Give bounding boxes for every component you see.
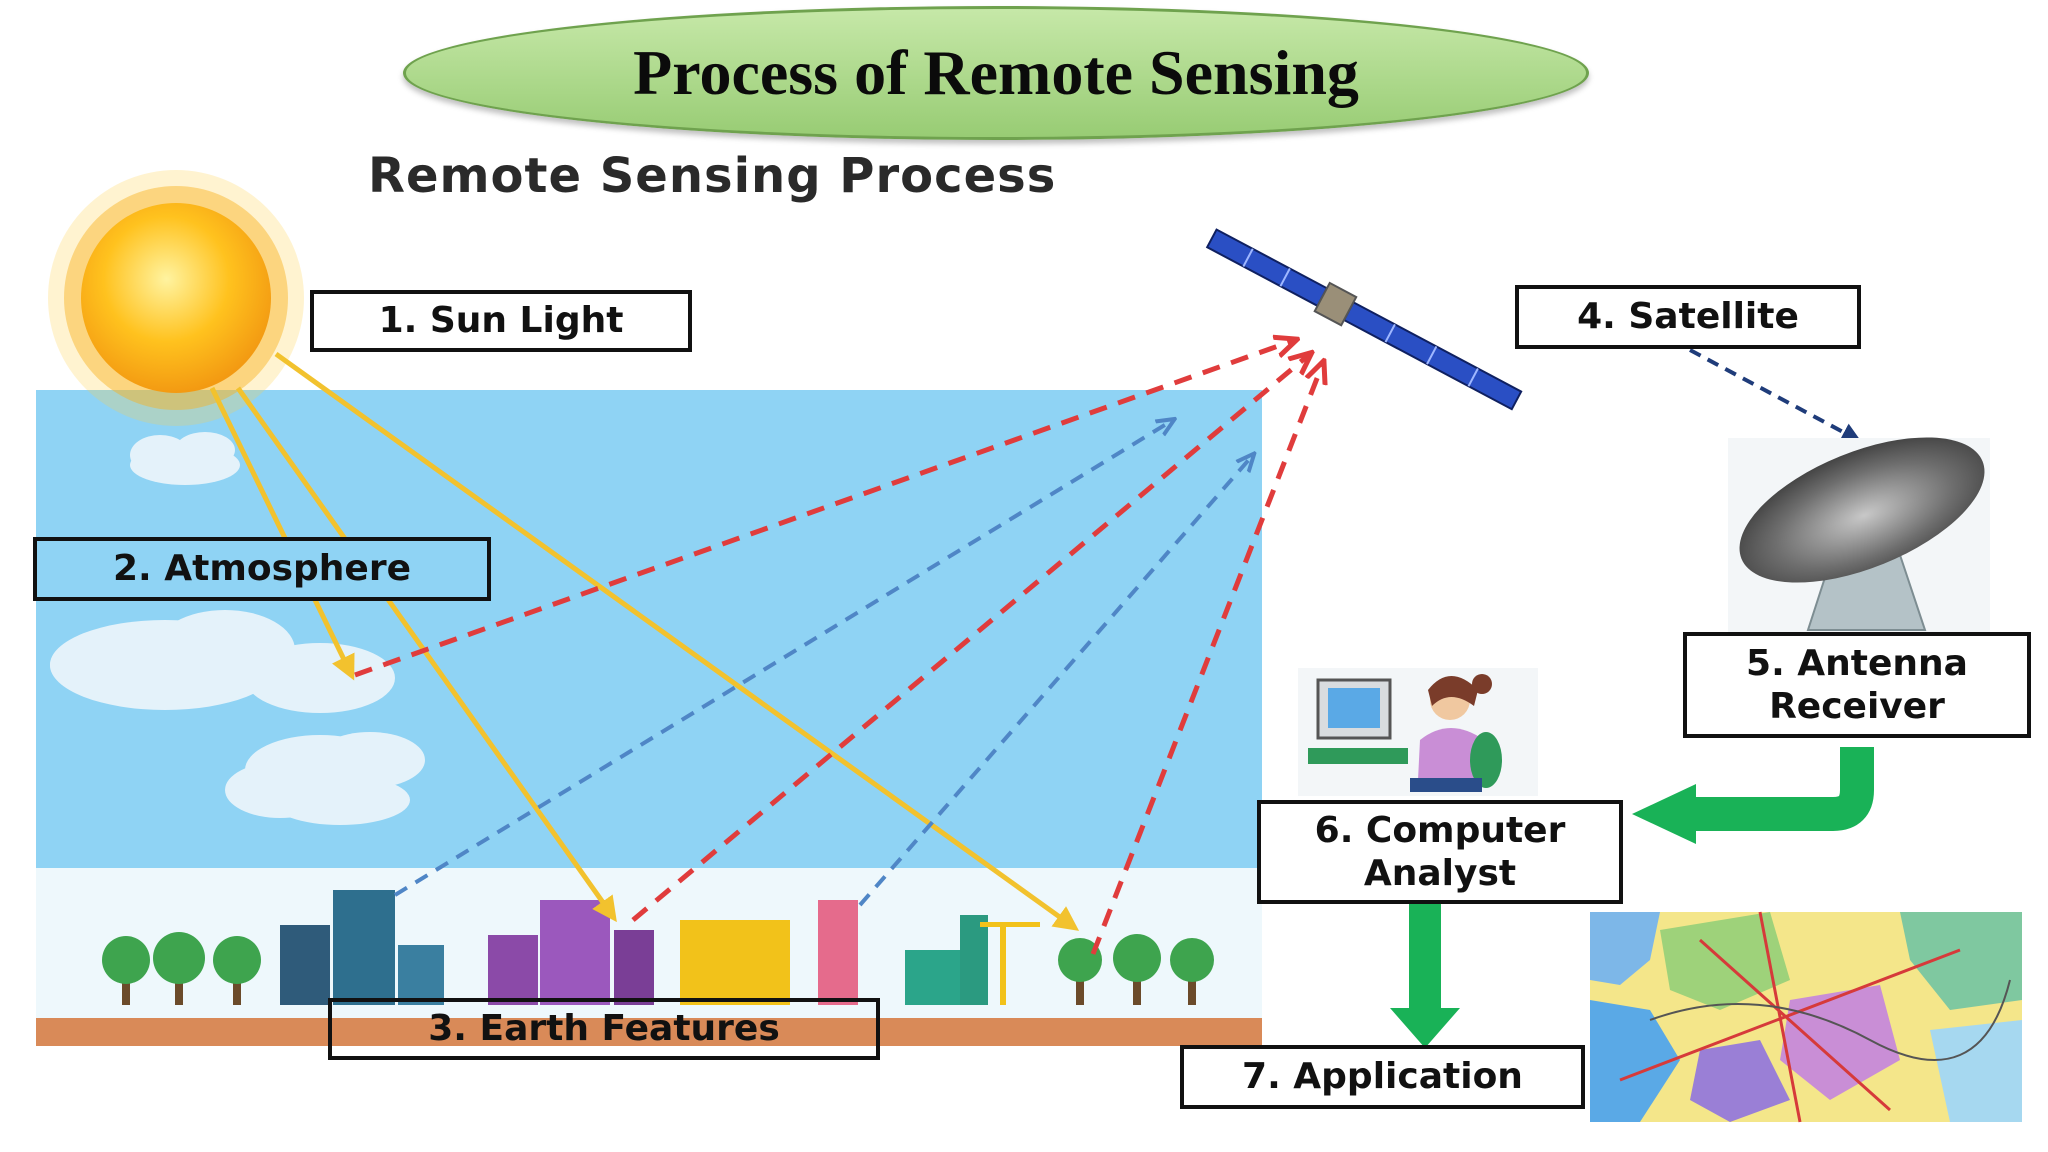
tree-icon	[102, 932, 261, 1005]
label-antenna-line1: 5. Antenna	[1746, 642, 1968, 684]
label-atmosphere: 2. Atmosphere	[33, 537, 491, 601]
label-satellite-text: 4. Satellite	[1577, 296, 1799, 338]
cloud-icon	[130, 432, 240, 485]
label-earth-features: 3. Earth Features	[328, 998, 880, 1060]
flow-arrow-analyst-to-application	[1390, 904, 1460, 1048]
satellite-icon	[1205, 228, 1523, 411]
label-analyst-line2: Analyst	[1363, 853, 1517, 894]
sunlight-rays	[209, 351, 1080, 931]
label-antenna-line2: Receiver	[1769, 686, 1945, 727]
flow-arrow-receiver-to-analyst	[1632, 747, 1874, 844]
map-icon	[1590, 911, 2022, 1123]
label-atmosphere-text: 2. Atmosphere	[113, 548, 411, 590]
antenna-icon	[1728, 437, 1990, 634]
label-analyst-line1: 6. Computer	[1314, 809, 1566, 851]
label-sun-light: 1. Sun Light	[310, 290, 692, 352]
tree-icon	[1058, 934, 1214, 1005]
banner-title: Process of Remote Sensing	[633, 37, 1359, 108]
diagram-title: Remote Sensing Process	[368, 148, 1057, 204]
label-application-text: 7. Application	[1242, 1056, 1523, 1098]
ground-strip	[36, 1018, 1262, 1046]
downlink-arrow	[1689, 348, 1862, 442]
label-application: 7. Application	[1180, 1045, 1585, 1109]
title-banner: Process of Remote Sensing	[403, 6, 1589, 140]
label-computer-analyst: 6. Computer Analyst	[1257, 800, 1623, 904]
scattered-energy	[393, 420, 1253, 907]
cloud-icon	[50, 610, 395, 713]
city-icon	[280, 890, 1040, 1005]
label-earth-features-text: 3. Earth Features	[428, 1008, 780, 1050]
label-satellite: 4. Satellite	[1515, 285, 1861, 349]
label-sun-light-text: 1. Sun Light	[378, 300, 624, 342]
label-antenna-receiver: 5. Antenna Receiver	[1683, 632, 2031, 738]
cloud-icon	[225, 732, 425, 825]
reflected-energy	[354, 340, 1323, 955]
sun-icon	[48, 170, 304, 426]
analyst-icon	[1298, 668, 1538, 796]
